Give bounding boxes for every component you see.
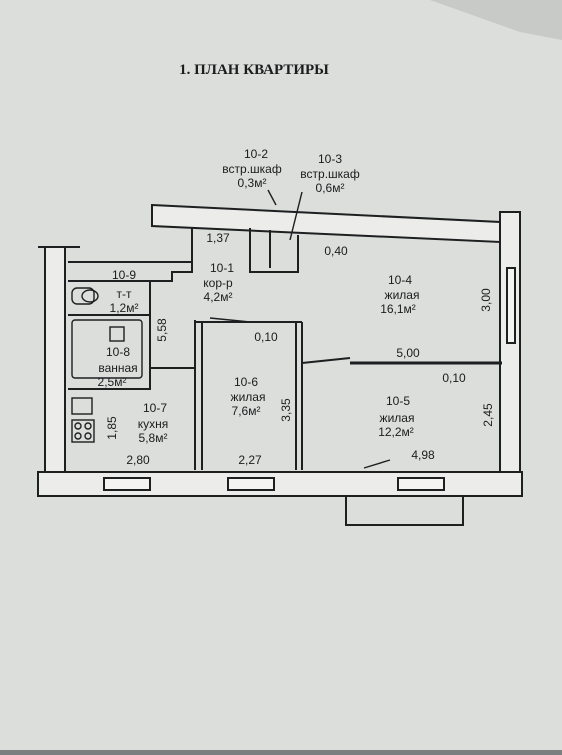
room-name-10-5: жилая bbox=[380, 411, 415, 425]
door-swing-icon bbox=[363, 459, 391, 469]
room-name-10-9: т-т bbox=[117, 287, 132, 301]
room-name-10-1: кор-р bbox=[203, 276, 233, 290]
fixtures bbox=[71, 189, 391, 469]
room-id-10-7: 10-7 bbox=[143, 401, 167, 415]
dim-4-98: 4,98 bbox=[411, 448, 435, 462]
room-name-10-4: жилая bbox=[385, 288, 420, 302]
room-id-10-9: 10-9 bbox=[112, 268, 136, 282]
wall-room4-door bbox=[301, 357, 351, 364]
dimension-labels: 1,37 0,40 3,00 5,58 0,10 5,00 0,10 3,35 … bbox=[105, 231, 495, 467]
burner-icon bbox=[74, 432, 82, 440]
dim-1-85: 1,85 bbox=[105, 416, 119, 440]
dim-2-80: 2,80 bbox=[126, 453, 150, 467]
closet-walls bbox=[249, 228, 299, 273]
window-room-5 bbox=[397, 477, 445, 491]
room-area-10-2: 0,3м² bbox=[238, 176, 267, 190]
leader-10-3 bbox=[289, 191, 303, 241]
room-area-10-9: 1,2м² bbox=[110, 301, 139, 315]
window-room-6 bbox=[227, 477, 275, 491]
paper-shadow bbox=[430, 0, 562, 40]
wall-toilet-top bbox=[68, 261, 193, 282]
dim-2-27: 2,27 bbox=[238, 453, 262, 467]
right-window bbox=[506, 267, 516, 344]
room-area-10-4: 16,1м² bbox=[380, 302, 416, 316]
dim-3-35: 3,35 bbox=[279, 398, 293, 422]
dim-3-00: 3,00 bbox=[479, 288, 493, 312]
room-id-10-3: 10-3 bbox=[318, 152, 342, 166]
room-name-10-8: ванная bbox=[98, 361, 137, 375]
plan-title: 1. ПЛАН КВАРТИРЫ bbox=[179, 62, 329, 78]
door-swing-icon bbox=[209, 317, 251, 323]
dim-0-40: 0,40 bbox=[324, 244, 348, 258]
room-name-10-3: встр.шкаф bbox=[300, 167, 360, 181]
room-id-10-6: 10-6 bbox=[234, 375, 258, 389]
dim-5-58: 5,58 bbox=[155, 318, 169, 342]
walls bbox=[37, 203, 523, 526]
room-id-10-2: 10-2 bbox=[244, 147, 268, 161]
dim-5-00: 5,00 bbox=[396, 346, 420, 360]
leader-10-2 bbox=[267, 189, 277, 206]
room-name-10-7: кухня bbox=[138, 417, 169, 431]
room-id-10-1: 10-1 bbox=[210, 261, 234, 275]
room-name-10-2: встр.шкаф bbox=[222, 162, 282, 176]
dim-1-37: 1,37 bbox=[206, 231, 230, 245]
room-id-10-8: 10-8 bbox=[106, 345, 130, 359]
room-area-10-6: 7,6м² bbox=[232, 404, 261, 418]
toilet-bowl-icon bbox=[81, 289, 99, 303]
burner-icon bbox=[74, 422, 82, 430]
room-id-10-5: 10-5 bbox=[386, 394, 410, 408]
left-wall bbox=[44, 246, 66, 473]
sink-kitchen-icon bbox=[71, 397, 93, 415]
balcony-outline bbox=[345, 496, 464, 526]
room-area-10-1: 4,2м² bbox=[204, 290, 233, 304]
room-area-10-5: 12,2м² bbox=[378, 425, 414, 439]
window-kitchen bbox=[103, 477, 151, 491]
dim-0-10-b: 0,10 bbox=[442, 371, 466, 385]
bathtub-icon bbox=[71, 319, 143, 379]
sink-icon bbox=[109, 326, 125, 342]
room-area-10-8: 2,5м² bbox=[98, 375, 127, 389]
room-area-10-3: 0,6м² bbox=[316, 181, 345, 195]
room-area-10-7: 5,8м² bbox=[139, 431, 168, 445]
stove-icon bbox=[71, 419, 95, 443]
burner-icon bbox=[84, 432, 92, 440]
room-name-10-6: жилая bbox=[231, 390, 266, 404]
dim-2-45: 2,45 bbox=[481, 403, 495, 427]
room-id-10-4: 10-4 bbox=[388, 273, 412, 287]
burner-icon bbox=[84, 422, 92, 430]
toilet-icon bbox=[71, 287, 95, 305]
room-labels: 10-2 встр.шкаф 0,3м² 10-3 встр.шкаф 0,6м… bbox=[98, 147, 420, 445]
dim-0-10-a: 0,10 bbox=[254, 330, 278, 344]
